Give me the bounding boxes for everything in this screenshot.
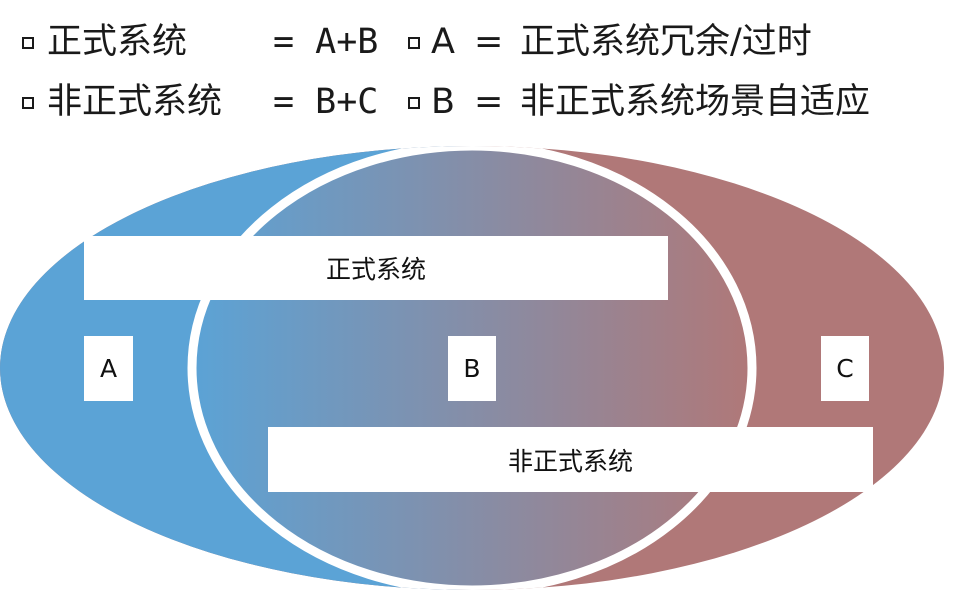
legend-def-key: A [431,22,455,62]
bullet-square-icon [408,97,420,109]
inner-separator-ellipse [187,146,757,590]
legend-formula: = A+B [273,22,379,62]
legend-term: 正式系统 [47,22,188,62]
legend-def-text: 非正式系统场景自适应 [520,82,871,122]
bullet-square-icon [22,97,34,109]
legend-row-formal: 正式系统 = A+B A = 正式系统冗余/过时 [0,18,961,68]
legend-def-eq: = [474,22,504,62]
region-a-label: A [84,336,133,401]
legend-row-informal: 非正式系统 = B+C B = 非正式系统场景自适应 [0,78,961,128]
bullet-square-icon [408,37,420,49]
region-b-label: B [448,336,496,401]
informal-system-label: 非正式系统 [268,427,873,492]
legend-def-text: 正式系统冗余/过时 [520,22,812,62]
bullet-square-icon [22,37,34,49]
legend-def-key: B [431,82,456,122]
legend-def-eq: = [474,82,504,122]
legend-term: 非正式系统 [47,82,223,122]
legend-formula: = B+C [273,82,379,122]
formal-system-label: 正式系统 [84,236,668,300]
region-c-label: C [821,336,869,401]
